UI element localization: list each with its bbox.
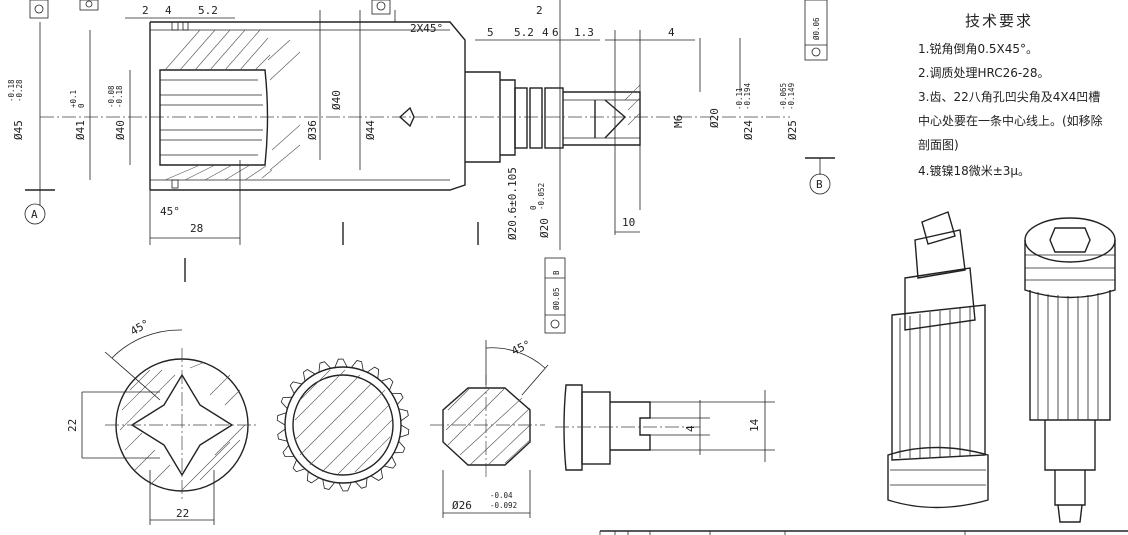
dim-h22: 22 xyxy=(66,419,79,432)
tech-requirement-2: 2.调质处理HRC26-28。 xyxy=(918,66,1050,80)
dim-len-10: 10 xyxy=(622,216,635,229)
dim-chamfer: 2X45° xyxy=(410,22,443,35)
dim-d41-tol-lo: 0 xyxy=(77,103,86,108)
dim-d20b: Ø20 xyxy=(708,108,721,128)
dim-2: 2 xyxy=(142,4,149,17)
spline-tooth xyxy=(318,361,331,373)
tolerance-b-ref: B xyxy=(552,270,561,275)
tech-requirement-4: 4.镀镍18微米±3μ。 xyxy=(918,164,1031,178)
spline-tooth xyxy=(383,456,397,469)
dim-h4: 4 xyxy=(684,425,697,432)
dim-d44: Ø44 xyxy=(364,120,377,140)
dim-d25: Ø25 xyxy=(786,120,799,140)
dim-1-3: 1.3 xyxy=(574,26,594,39)
hatch-top xyxy=(164,29,271,71)
dim-4c: 4 xyxy=(668,26,675,39)
dim-m6: M6 xyxy=(672,115,685,128)
dim-len-28: 28 xyxy=(190,222,203,235)
dim-d36: Ø36 xyxy=(306,120,319,140)
hatch-right xyxy=(267,39,301,171)
dim-w22: 22 xyxy=(176,507,189,520)
dim-6: 6 xyxy=(552,26,559,39)
spline-tooth xyxy=(338,482,352,492)
dim-4b: 4 xyxy=(542,26,549,39)
spline-tooth xyxy=(366,366,380,379)
spline-tooth xyxy=(391,392,404,405)
dim-d26-tol-up: -0.04 xyxy=(490,491,513,500)
title-block-strip xyxy=(599,530,1128,535)
section-octagon-solid: 45° Ø26 -0.04 -0.092 xyxy=(430,338,549,518)
dim-5-2: 5.2 xyxy=(198,4,218,17)
dim-d45-tol-lo: -0.28 xyxy=(15,79,24,102)
dim-5-2b: 5.2 xyxy=(514,26,534,39)
dim-d45-tol-up: -0.18 xyxy=(7,79,16,102)
spline-tooth xyxy=(350,360,364,371)
dim-d41: Ø41 xyxy=(74,120,87,140)
tech-requirement-3-end: 剖面图) xyxy=(918,138,959,152)
spline-tooth xyxy=(282,445,295,458)
spline-tooth xyxy=(302,369,316,382)
dim-d24-tol-lo: -0.194 xyxy=(743,82,752,110)
spline-tooth xyxy=(289,381,303,394)
dim-4: 4 xyxy=(165,4,172,17)
dim-d20-tol-up: 0 xyxy=(529,205,538,210)
dim-angle-45: 45° xyxy=(160,205,180,218)
dim-d24: Ø24 xyxy=(742,120,755,140)
dim-2b: 2 xyxy=(536,4,543,17)
render-3d-left xyxy=(887,211,989,509)
tolerance-t2: Ø0.05 xyxy=(552,287,561,310)
dim-d45: Ø45 xyxy=(12,120,25,140)
datum-b-label: B xyxy=(816,178,823,191)
spline-tooth xyxy=(334,358,348,368)
dim-5: 5 xyxy=(487,26,494,39)
section-slot-end: 4 14 xyxy=(555,384,775,471)
section-spline-gear xyxy=(276,358,410,492)
spline-tooth xyxy=(306,471,320,484)
spline-tooth xyxy=(292,459,306,473)
dim-d25-tol-up: -0.065 xyxy=(779,83,788,110)
spline-tooth xyxy=(399,424,410,438)
dim-d26: Ø26 xyxy=(452,499,472,512)
dim-d20-tol-lo: -0.052 xyxy=(537,183,546,210)
dim-d40: Ø40 xyxy=(114,120,127,140)
spline-tooth xyxy=(393,441,406,454)
spline-tooth xyxy=(276,412,287,426)
tolerance-t1: Ø0.06 xyxy=(812,17,821,40)
dim-d40-tol-lo: -0.18 xyxy=(115,85,124,108)
dim-h14: 14 xyxy=(748,418,761,432)
tech-requirements-title: 技术要求 xyxy=(965,12,1034,30)
dim-d40-tol-up: -0.08 xyxy=(107,85,116,108)
spline-tooth xyxy=(370,468,384,481)
dim-d20-6: Ø20.6±0.105 xyxy=(506,167,519,240)
tech-requirement-1: 1.锐角倒角0.5X45°。 xyxy=(918,42,1039,56)
section-octagon-hole: 45° 22 22 xyxy=(66,317,258,525)
dim-d25-tol-lo: -0.149 xyxy=(787,83,796,110)
render-3d-right xyxy=(1024,217,1116,523)
dim-d40b: Ø40 xyxy=(330,90,343,110)
dim-d24-tol-up: -0.11 xyxy=(735,87,744,110)
main-section-view: A B Ø0.06 B Ø0.05 2 4 5.2 2X45° 5 5.2 2 … xyxy=(7,0,835,334)
spline-tooth xyxy=(322,479,336,490)
hatch-bottom xyxy=(164,164,273,181)
dim-d20: Ø20 xyxy=(538,218,551,238)
dim-d41-tol-up: +0.1 xyxy=(69,90,78,108)
spline-tooth xyxy=(380,377,394,391)
dim-angle-2: 45° xyxy=(509,338,533,358)
spline-tooth xyxy=(280,396,293,409)
tech-requirement-3-cont: 中心处要在一条中心线上。(如移除 xyxy=(918,114,1103,128)
spline-tooth xyxy=(355,477,368,489)
datum-a-label: A xyxy=(31,208,38,221)
spline-tooth xyxy=(277,428,288,442)
dim-d26-tol-lo: -0.092 xyxy=(490,501,517,510)
tech-requirement-3: 3.齿、22八角孔凹尖角及4X4凹槽 xyxy=(918,90,1101,104)
spline-tooth xyxy=(398,408,409,422)
